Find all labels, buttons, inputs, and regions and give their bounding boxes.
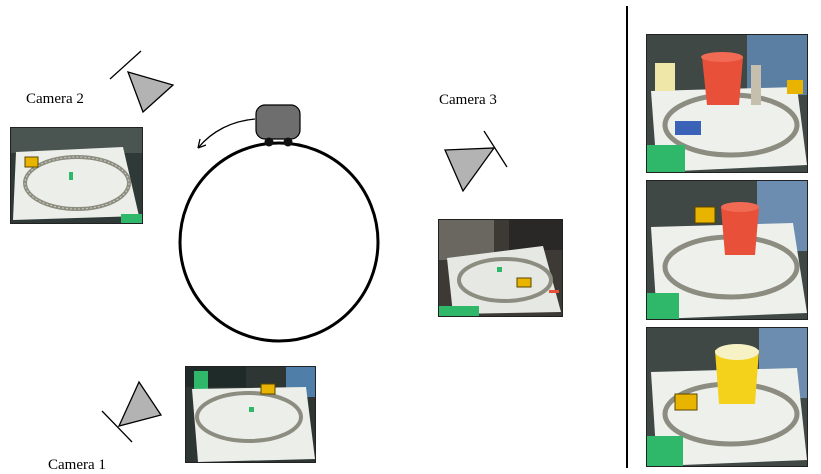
robot-icon <box>255 104 301 147</box>
camera-1-label: Camera 1 <box>48 457 106 473</box>
circular-path <box>178 141 380 343</box>
camera-1-icon <box>101 380 163 443</box>
scene-photo-yellow-bucket <box>646 327 808 467</box>
camera-2-view <box>10 127 143 224</box>
camera-3-view <box>438 219 563 317</box>
camera-2-label: Camera 2 <box>26 91 84 107</box>
camera-1-view <box>185 366 316 463</box>
arrowhead <box>197 138 207 149</box>
camera-3-icon <box>444 130 508 193</box>
scene-photo-red-bucket <box>646 34 808 173</box>
camera-3-label: Camera 3 <box>439 92 497 108</box>
direction-arrow-icon <box>197 118 256 149</box>
scene-photo-red-bucket-train <box>646 180 808 320</box>
camera-2-icon <box>109 50 175 114</box>
